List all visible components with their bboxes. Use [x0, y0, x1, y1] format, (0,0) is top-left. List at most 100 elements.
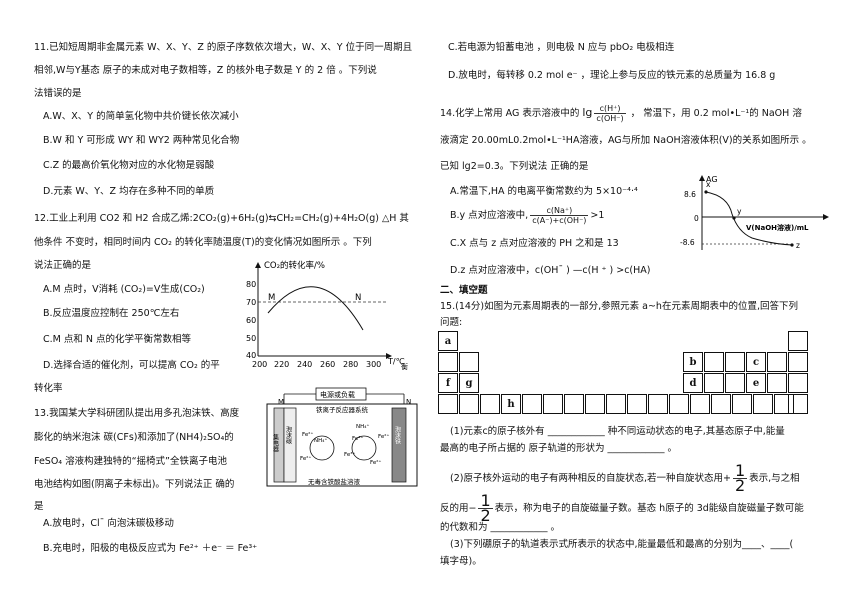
q13-ion: NH₄⁺ — [356, 423, 369, 430]
q15-sub2-post: 表示,与之相 — [749, 473, 800, 484]
pt-cell-empty — [522, 394, 542, 414]
q12-option-a: A.M 点时，V消耗 (CO₂)=V生成(CO₂) — [43, 284, 205, 295]
q12-conversion-chart: CO₂的转化率/% 80 70 60 50 40 M N 200 220 240… — [246, 260, 408, 370]
q15-half-num: 1 — [478, 491, 493, 510]
pt-cell-e: g — [459, 373, 479, 393]
q14-option-d: D.z 点对应溶液中，c(OH¯ ) —c(H ⁺ ) >c(HA) — [450, 265, 651, 276]
pt-cell-empty — [690, 394, 710, 414]
pt-cell-empty — [753, 394, 773, 414]
q14-option-c: C.X 点与 z 点对应溶液的 PH 之和是 13 — [450, 238, 619, 249]
q13-line3: FeSO₄ 溶液构建独特的“摇椅式”全铁离子电池 — [34, 456, 227, 467]
q14-option-b-post: >1 — [590, 210, 605, 221]
pt-cell-empty — [704, 373, 724, 393]
q12-xlabel: T/℃ — [387, 357, 405, 366]
q15-half-den: 2 — [734, 476, 746, 495]
pt-cell-h: h — [501, 394, 521, 414]
q13-solution-label: 无毒含铁酸盐溶液 — [308, 477, 361, 486]
pt-cell-empty — [704, 352, 724, 372]
q14-option-b-pre: B.y 点对应溶液中, — [450, 210, 529, 221]
q15-sub3-line1: (3)下列硼原子的轨道表示式所表示的状态中,能量最低和最高的分别为____、__… — [450, 539, 794, 550]
q13-option-d: D.放电时，每转移 0.2 mol e⁻ ，理论上参与反应的铁元素的总质量为 1… — [448, 70, 776, 81]
q13-system-label: 铁离子反应器系统 — [316, 405, 369, 414]
pt-cell-empty — [627, 394, 647, 414]
q15-sub2b-pre: 反的用− — [440, 503, 477, 514]
section-fill-in: 二、填空题 — [440, 285, 488, 296]
pt-cell-a: a — [438, 331, 458, 351]
q12-option-d-cont: 转化率 — [34, 383, 63, 394]
q14-zero: 0 — [694, 214, 699, 223]
pt-cell-empty — [459, 352, 479, 372]
q12-option-b: B.反应温度应控制在 250℃左右 — [43, 308, 180, 319]
pt-cell-empty — [438, 352, 458, 372]
q13-ion: Fe³⁺ — [352, 435, 363, 442]
q14-ag-den: c(OH⁻) — [596, 114, 624, 123]
q13-option-b: B.充电时，阳极的电极反应式为 Fe²⁺ ＋e⁻ ＝ Fe³⁺ — [43, 543, 258, 554]
pt-cell-empty — [725, 352, 745, 372]
q13-line1: 13.我国某大学科研团队提出用多孔泡沫铁、高度 — [34, 408, 240, 419]
q13-line2: 膨化的纳米泡沫 碳(CFs)和添加了(NH4)₂SO₄的 — [34, 432, 234, 443]
q14-xlabel: V(NaOH溶液)/mL — [746, 223, 809, 232]
q13-foam-carbon-label: 泡沫碳 — [285, 425, 292, 445]
q15-line1: 15.(14分)如图为元素周期表的一部分,参照元素 a~h在元素周期表中的位置,… — [440, 301, 798, 312]
q14-ag-chart: AG 8.6 -8.6 0 x y z V(NaOH溶液)/mL — [680, 175, 829, 250]
q13-line4: 电池结构如图(阴离子未标出)。下列说法正 确的 — [34, 479, 235, 490]
q15-sub1-line2: 最高的电子所占据的 原子轨道的形状为 ____________ 。 — [440, 443, 678, 454]
q15-sub2b-post: 表示，称为电子的自旋磁量子数。基态 h原子的 3d能级自旋磁量子数可能 — [494, 503, 804, 514]
pt-cell-empty — [788, 373, 808, 393]
pt-cell-b: b — [683, 352, 703, 372]
q11-line1: 11.已知短周期非金属元素 W、X、Y、Z 的原子序数依次增大，W、X、Y 位于… — [34, 42, 413, 53]
q12-xtick: 280 — [343, 360, 358, 369]
pt-cell-c: c — [746, 352, 766, 372]
q13-electrode-n: N — [406, 398, 411, 406]
q12-ytick: 40 — [246, 351, 256, 360]
q12-xtick: 300 — [366, 360, 381, 369]
pt-cell-empty — [543, 394, 563, 414]
q12-line1: 12.工业上利用 CO2 和 H2 合成乙烯:2CO₂(g)+6H₂(g)⇆CH… — [34, 213, 409, 224]
q12-xlabel-tail: 衡 — [401, 362, 408, 370]
q14-point-y: y — [737, 207, 742, 216]
q12-ytick: 80 — [246, 280, 256, 289]
q13-ion: NH₄⁺ — [314, 437, 327, 444]
q14-option-b-fraction: c(Na⁺)c(A⁻)+c(OH⁻) — [530, 206, 589, 225]
q11-option-d: D.元素 W、Y、Z 均存在多种不同的单质 — [43, 186, 215, 197]
q15-sub2-line3: 的代数和为 ____________ 。 — [440, 522, 561, 533]
q12-ytick: 50 — [246, 334, 256, 343]
q12-ytick: 60 — [246, 316, 256, 325]
q12-xtick: 240 — [297, 360, 312, 369]
q13-load-label: 电源或负载 — [320, 390, 355, 399]
pt-cell-f: d — [683, 373, 703, 393]
q12-ylabel: CO₂的转化率/% — [264, 260, 325, 271]
pt-cell-empty — [648, 394, 668, 414]
q15-half-num: 1 — [732, 461, 748, 480]
q14-line1-pre: 14.化学上常用 AG 表示溶液中的 — [440, 108, 580, 119]
q12-xtick: 220 — [274, 360, 289, 369]
pt-cell-empty — [732, 394, 752, 414]
pt-cell-empty — [788, 394, 808, 414]
q14-ag-fraction: c(H⁺)c(OH⁻) — [594, 104, 626, 123]
q14-option-b: B.y 点对应溶液中,c(Na⁺)c(A⁻)+c(OH⁻)>1 — [450, 206, 604, 225]
q14-line1-post: ， 常温下，用 0.2 mol•L⁻¹的 NaOH 溶 — [630, 108, 802, 119]
q11-option-c: C.Z 的最高价氧化物对应的水化物是弱酸 — [43, 160, 215, 171]
q13-ion: Fe³⁺ — [344, 451, 355, 458]
pt-cell-empty — [459, 394, 479, 414]
q14-option-b-den: c(A⁻)+c(OH⁻) — [532, 216, 587, 225]
q12-option-d: D.选择合适的催化剂，可以提高 CO₂ 的平 — [43, 360, 220, 371]
pt-cell-empty — [669, 394, 689, 414]
q13-line5: 是 — [34, 501, 44, 512]
q15-sub3-line2: 填字母)。 — [440, 556, 482, 567]
q12-xtick: 200 — [252, 360, 267, 369]
q13-ion: Fe²⁺ — [378, 433, 389, 440]
q12-line3: 说法正确的是 — [34, 260, 92, 271]
q14-option-b-num: c(Na⁺) — [530, 206, 589, 216]
q13-ion: Fe²⁺ — [300, 455, 311, 462]
pt-cell-empty — [585, 394, 605, 414]
q12-point-n: N — [355, 293, 361, 303]
q12-xtick: 260 — [320, 360, 335, 369]
pt-cell-d: f — [438, 373, 458, 393]
q15-half-den: 2 — [480, 506, 491, 525]
